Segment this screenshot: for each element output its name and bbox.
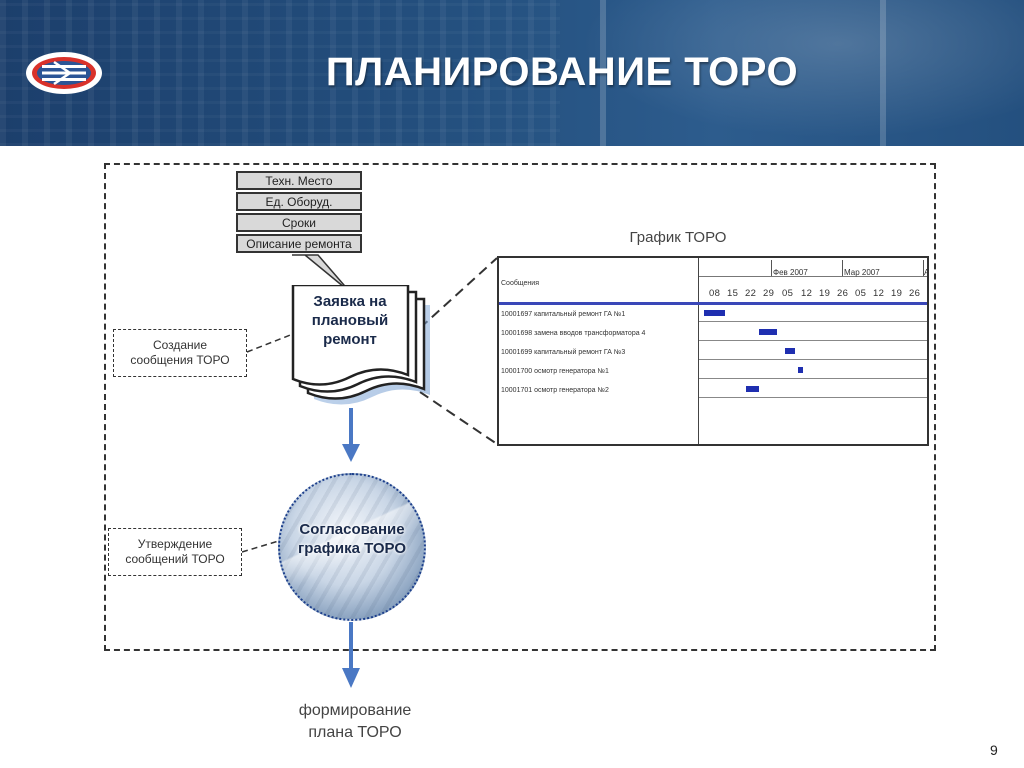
header-glow xyxy=(560,0,1024,146)
document-label-line: плановый xyxy=(311,312,389,329)
attribute-item: Описание ремонта xyxy=(236,234,362,253)
gantt-day-label: 29 xyxy=(763,288,775,299)
gantt-divider xyxy=(698,258,699,444)
gantt-month-separator xyxy=(842,260,843,276)
gantt-month-separator xyxy=(923,260,924,276)
gantt-day-label: 19 xyxy=(891,288,903,299)
flow-arrow-head xyxy=(342,444,360,462)
document-label-line: Заявка на xyxy=(313,293,387,310)
approval-circle xyxy=(278,473,426,621)
header-banner xyxy=(0,0,1024,146)
gantt-day-label: 19 xyxy=(819,288,831,299)
gantt-task-name: 10001701 осмотр генератора №2 xyxy=(501,387,609,394)
gantt-bar xyxy=(745,386,759,392)
gantt-day-label: 26 xyxy=(909,288,921,299)
result-label-line: плана ТОРО xyxy=(308,724,402,741)
page-number: 9 xyxy=(990,742,998,758)
gantt-day-label: 12 xyxy=(873,288,885,299)
note-approve-messages: Утверждение сообщений ТОРО xyxy=(108,528,242,576)
note-line: Утверждение xyxy=(137,537,213,551)
process-boundary-frame xyxy=(104,163,936,651)
approval-label-line: графика ТОРО xyxy=(297,540,407,557)
header-pillar xyxy=(880,0,886,146)
gantt-day-label: 05 xyxy=(782,288,794,299)
gantt-task-name: 10001700 осмотр генератора №1 xyxy=(501,368,609,375)
note-line: Создание xyxy=(152,338,208,352)
document-label: Заявка на плановый ремонт xyxy=(300,292,400,349)
gantt-row-line xyxy=(699,378,927,379)
gantt-day-label: 08 xyxy=(709,288,721,299)
header-pillar xyxy=(600,0,606,146)
gantt-title: График ТОРО xyxy=(629,229,727,246)
attribute-item: Техн. Место xyxy=(236,171,362,190)
attribute-item: Ед. Оборуд. xyxy=(236,192,362,211)
gantt-column-header: Сообщения xyxy=(501,280,539,287)
gantt-day-label: 05 xyxy=(855,288,867,299)
gantt-month-label: Фев 2007 xyxy=(773,268,808,277)
document-label-line: ремонт xyxy=(323,331,377,348)
attribute-item: Сроки xyxy=(236,213,362,232)
gantt-bar xyxy=(784,348,795,354)
approval-photo xyxy=(280,475,424,619)
gantt-day-label: 22 xyxy=(745,288,757,299)
gantt-month-label: Мар 2007 xyxy=(844,268,880,277)
page-title: ПЛАНИРОВАНИЕ ТОРО xyxy=(325,50,799,94)
gantt-month-label: А xyxy=(924,268,929,277)
gantt-row-line xyxy=(699,321,927,322)
gantt-row-line xyxy=(699,397,927,398)
result-label-line: формирование xyxy=(298,702,412,719)
result-label: формирование плана ТОРО xyxy=(280,700,430,744)
flow-arrow-head xyxy=(342,668,360,688)
zoom-line xyxy=(419,257,498,329)
gantt-bar xyxy=(704,310,725,316)
gantt-task-name: 10001697 капитальный ремонт ГА №1 xyxy=(501,311,626,318)
gantt-bar xyxy=(758,329,777,335)
company-logo-icon xyxy=(26,52,102,94)
gantt-day-label: 15 xyxy=(727,288,739,299)
gantt-task-name: 10001698 замена вводов трансформатора 4 xyxy=(501,330,646,337)
gantt-day-label: 12 xyxy=(801,288,813,299)
note-connector xyxy=(246,331,299,353)
gantt-month-separator xyxy=(771,260,772,276)
note-line: сообщения ТОРО xyxy=(130,353,230,367)
gantt-task-name: 10001699 капитальный ремонт ГА №3 xyxy=(501,349,626,356)
approval-label-line: Согласование xyxy=(299,521,405,538)
note-connector xyxy=(241,539,283,553)
gantt-bar xyxy=(797,367,803,373)
note-create-message: Создание сообщения ТОРО xyxy=(113,329,247,377)
gantt-day-label: 26 xyxy=(837,288,849,299)
gantt-header-line xyxy=(499,302,927,305)
approval-label: Согласование графика ТОРО xyxy=(278,520,426,558)
document-stack-icon xyxy=(291,285,430,405)
note-line: сообщений ТОРО xyxy=(125,552,225,566)
gantt-row-line xyxy=(699,340,927,341)
gantt-row-line xyxy=(699,359,927,360)
gantt-chart: Сообщения Фев 2007 Мар 2007 А 08 15 22 2… xyxy=(497,256,929,446)
gantt-month-line xyxy=(699,276,927,277)
